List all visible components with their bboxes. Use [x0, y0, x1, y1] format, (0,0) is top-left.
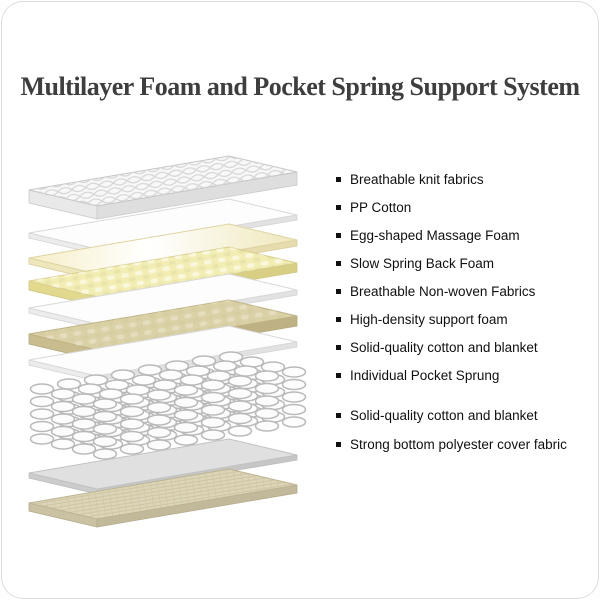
feature-item: Slow Spring Back Foam: [336, 256, 592, 271]
feature-item: Individual Pocket Sprung: [336, 368, 592, 383]
feature-label: PP Cotton: [350, 200, 412, 215]
bullet-square-icon: [336, 261, 341, 266]
feature-label: Breathable Non-woven Fabrics: [350, 284, 536, 299]
feature-item: Egg-shaped Massage Foam: [336, 228, 592, 243]
bullet-square-icon: [336, 373, 341, 378]
feature-label: Individual Pocket Sprung: [350, 368, 500, 383]
bullet-square-icon: [336, 177, 341, 182]
feature-label: Strong bottom polyester cover fabric: [350, 437, 567, 452]
feature-item: Breathable knit fabrics: [336, 172, 592, 187]
bullet-square-icon: [336, 413, 341, 418]
feature-item: Breathable Non-woven Fabrics: [336, 284, 592, 299]
feature-item: Solid-quality cotton and blanket: [336, 340, 592, 355]
feature-label: Egg-shaped Massage Foam: [350, 228, 520, 243]
bullet-square-icon: [336, 317, 341, 322]
bullet-square-icon: [336, 233, 341, 238]
feature-label: Solid-quality cotton and blanket: [350, 340, 538, 355]
feature-label: High-density support foam: [350, 312, 508, 327]
feature-label: Slow Spring Back Foam: [350, 256, 495, 271]
feature-item: PP Cotton: [336, 200, 592, 215]
feature-list: Breathable knit fabrics PP Cotton Egg-sh…: [336, 172, 592, 465]
bullet-square-icon: [336, 205, 341, 210]
feature-label: Breathable knit fabrics: [350, 172, 484, 187]
bullet-square-icon: [336, 289, 341, 294]
bullet-square-icon: [336, 442, 341, 447]
feature-item: Strong bottom polyester cover fabric: [336, 437, 592, 452]
feature-label: Solid-quality cotton and blanket: [350, 408, 538, 423]
feature-item: High-density support foam: [336, 312, 592, 327]
layer-polyester-bottom-cover: [28, 468, 298, 528]
layer-quilted-top-cover: [28, 155, 298, 220]
feature-item: Solid-quality cotton and blanket: [336, 408, 592, 423]
page-title: Multilayer Foam and Pocket Spring Suppor…: [20, 72, 580, 101]
bullet-square-icon: [336, 345, 341, 350]
mattress-exploded-diagram: [28, 155, 307, 528]
